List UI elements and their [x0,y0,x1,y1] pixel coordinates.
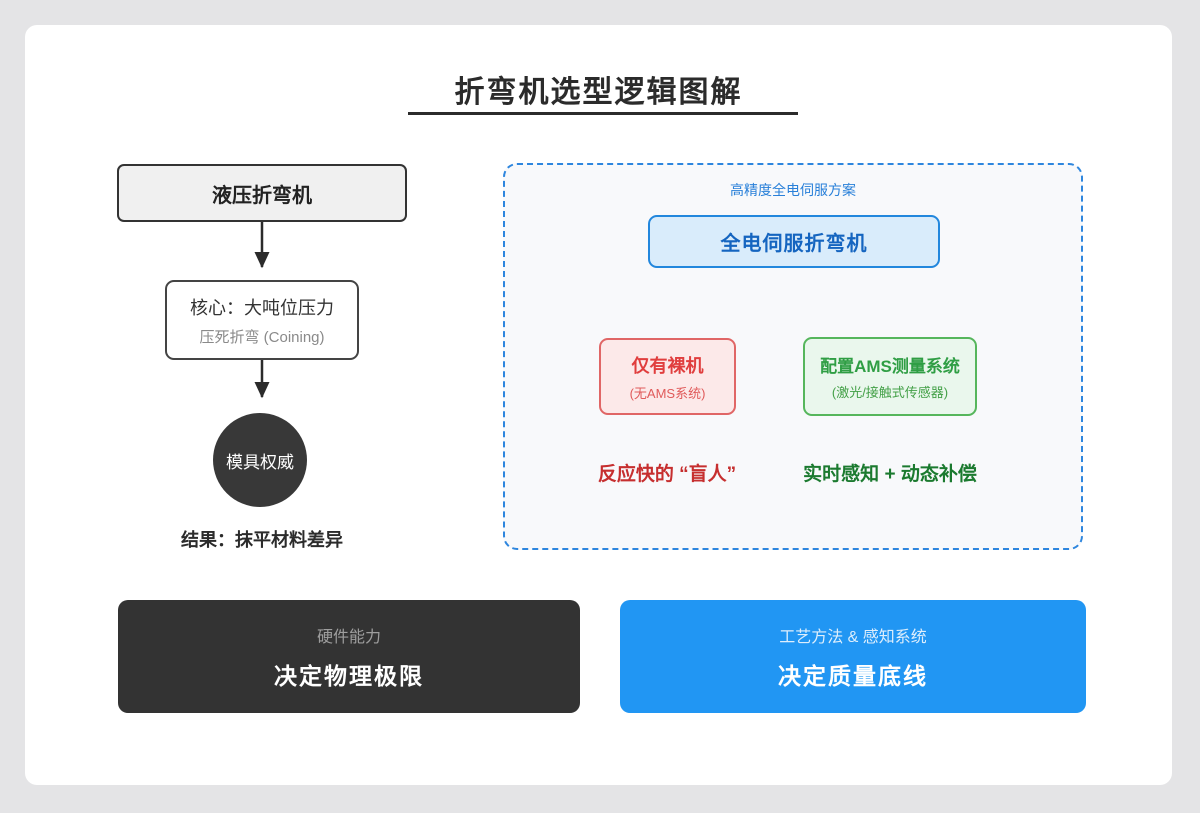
core-tonnage-node: 核心：大吨位压力 压死折弯 (Coining) [165,280,359,360]
process-summary-title: 决定质量底线 [778,662,928,689]
hydraulic-result-text: 结果：抹平材料差异 [181,530,343,550]
die-authority-node: 模具权威 [213,413,307,507]
title-underline [408,112,798,115]
bare-machine-subtitle: (无AMS系统) [629,385,706,401]
diagram-card: 折弯机选型逻辑图解 液压折弯机 核心：大吨位压力 压死折弯 (Coining) … [25,25,1172,785]
electric-servo-node: 全电伺服折弯机 [648,215,940,268]
core-tonnage-title: 核心：大吨位压力 [190,297,334,318]
hydraulic-machine-label: 液压折弯机 [212,184,312,207]
electric-servo-label: 全电伺服折弯机 [720,233,868,255]
hardware-summary-subtitle: 硬件能力 [316,628,381,646]
die-authority-label: 模具权威 [226,452,294,472]
hardware-summary-card: 硬件能力 决定物理极限 [118,600,580,713]
ams-system-title: 配置AMS测量系统 [820,357,960,376]
ams-system-subtitle: (激光/接触式传感器) [831,385,949,400]
ams-result-text: 实时感知 + 动态补偿 [803,464,977,485]
page-title: 折弯机选型逻辑图解 [454,76,743,109]
bare-machine-title: 仅有裸机 [631,355,704,376]
hydraulic-machine-node: 液压折弯机 [117,164,407,222]
process-summary-card: 工艺方法 & 感知系统 决定质量底线 [620,600,1086,713]
bare-machine-node: 仅有裸机 (无AMS系统) [599,338,736,415]
servo-scheme-label: 高精度全电伺服方案 [730,182,856,198]
process-summary-subtitle: 工艺方法 & 感知系统 [779,628,927,646]
hardware-summary-title: 决定物理极限 [274,662,424,689]
core-tonnage-subtitle: 压死折弯 (Coining) [199,328,325,346]
bare-result-text: 反应快的 “盲人” [597,464,737,485]
ams-system-node: 配置AMS测量系统 (激光/接触式传感器) [803,337,977,416]
